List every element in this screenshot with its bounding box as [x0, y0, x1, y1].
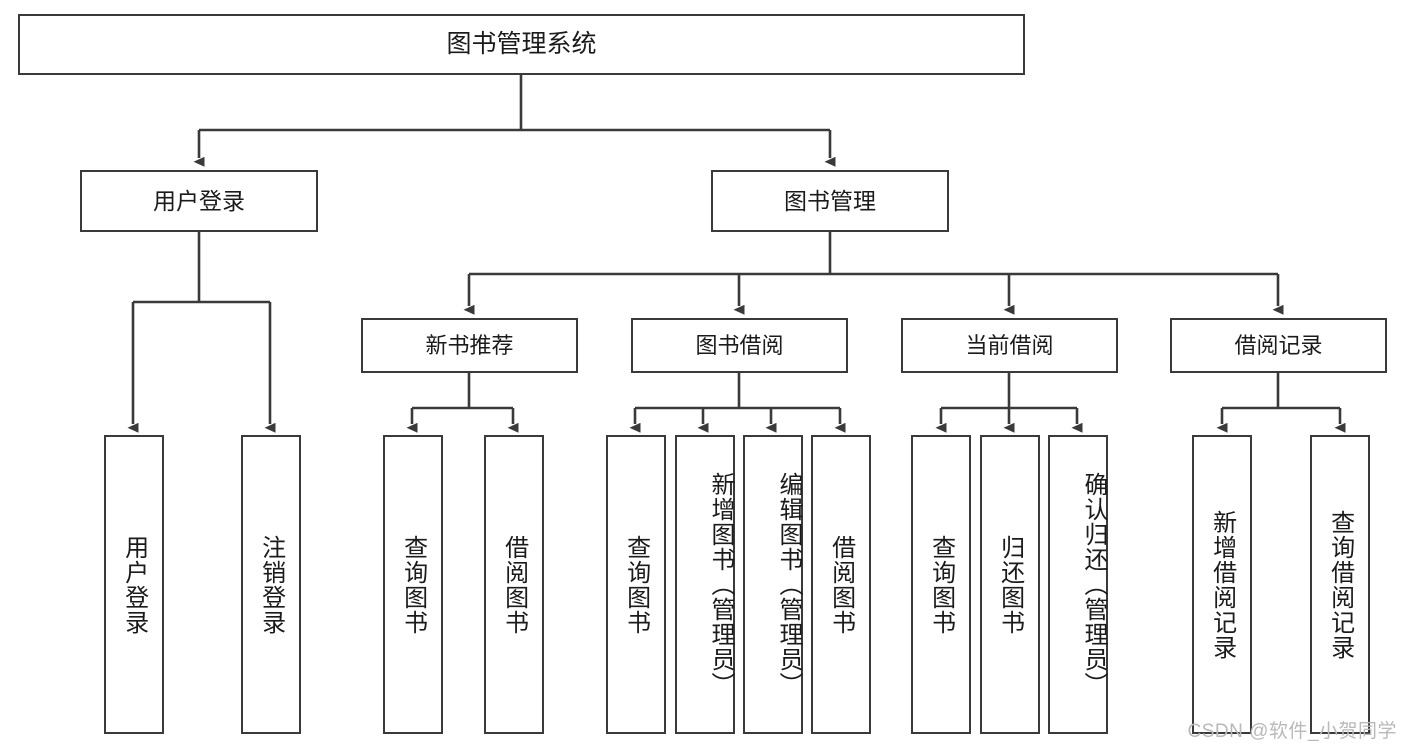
node-leaf-query-book-3[interactable]: 查询图书: [911, 435, 971, 734]
node-leaf-confirm-return-label: 确认归还（管理员）: [1080, 472, 1107, 697]
node-user-login[interactable]: 用户登录: [80, 170, 318, 232]
node-leaf-add-record-label: 新增借阅记录: [1208, 509, 1236, 660]
node-leaf-add-book-label: 新增图书（管理员）: [707, 472, 734, 697]
node-current-borrow[interactable]: 当前借阅: [901, 318, 1118, 373]
node-leaf-user-login[interactable]: 用户登录: [104, 435, 164, 734]
node-leaf-return-book-label: 归还图书: [996, 534, 1024, 635]
node-leaf-add-record[interactable]: 新增借阅记录: [1192, 435, 1252, 734]
node-leaf-edit-book[interactable]: 编辑图书（管理员）: [743, 435, 803, 734]
node-book-management[interactable]: 图书管理: [711, 170, 949, 232]
watermark: CSDN @软件_小贺同学: [1187, 721, 1397, 742]
node-leaf-user-logout-label: 注销登录: [257, 534, 285, 635]
node-leaf-user-logout[interactable]: 注销登录: [241, 435, 301, 734]
node-leaf-borrow-book-2-label: 借阅图书: [827, 534, 855, 635]
node-leaf-edit-book-label: 编辑图书（管理员）: [775, 472, 802, 697]
node-leaf-query-record-label: 查询借阅记录: [1326, 509, 1354, 660]
node-new-book-recommend[interactable]: 新书推荐: [361, 318, 578, 373]
node-root[interactable]: 图书管理系统: [18, 14, 1025, 75]
node-leaf-add-book[interactable]: 新增图书（管理员）: [675, 435, 735, 734]
node-book-management-label: 图书管理: [784, 187, 876, 214]
node-new-book-recommend-label: 新书推荐: [425, 332, 514, 358]
node-leaf-user-login-label: 用户登录: [120, 534, 148, 635]
node-leaf-borrow-book-1-label: 借阅图书: [500, 534, 528, 635]
node-book-borrow[interactable]: 图书借阅: [631, 318, 848, 373]
node-leaf-query-book-1-label: 查询图书: [399, 534, 427, 635]
node-book-borrow-label: 图书借阅: [695, 332, 784, 358]
node-root-label: 图书管理系统: [446, 30, 597, 59]
node-current-borrow-label: 当前借阅: [965, 332, 1054, 358]
node-leaf-borrow-book-1[interactable]: 借阅图书: [484, 435, 544, 734]
node-leaf-return-book[interactable]: 归还图书: [980, 435, 1040, 734]
node-leaf-query-record[interactable]: 查询借阅记录: [1310, 435, 1370, 734]
node-user-login-label: 用户登录: [153, 187, 245, 214]
node-borrow-record[interactable]: 借阅记录: [1170, 318, 1387, 373]
node-leaf-query-book-2[interactable]: 查询图书: [606, 435, 666, 734]
node-leaf-borrow-book-2[interactable]: 借阅图书: [811, 435, 871, 734]
node-leaf-confirm-return[interactable]: 确认归还（管理员）: [1048, 435, 1108, 734]
node-borrow-record-label: 借阅记录: [1234, 332, 1323, 358]
node-leaf-query-book-2-label: 查询图书: [622, 534, 650, 635]
node-leaf-query-book-3-label: 查询图书: [927, 534, 955, 635]
node-leaf-query-book-1[interactable]: 查询图书: [383, 435, 443, 734]
